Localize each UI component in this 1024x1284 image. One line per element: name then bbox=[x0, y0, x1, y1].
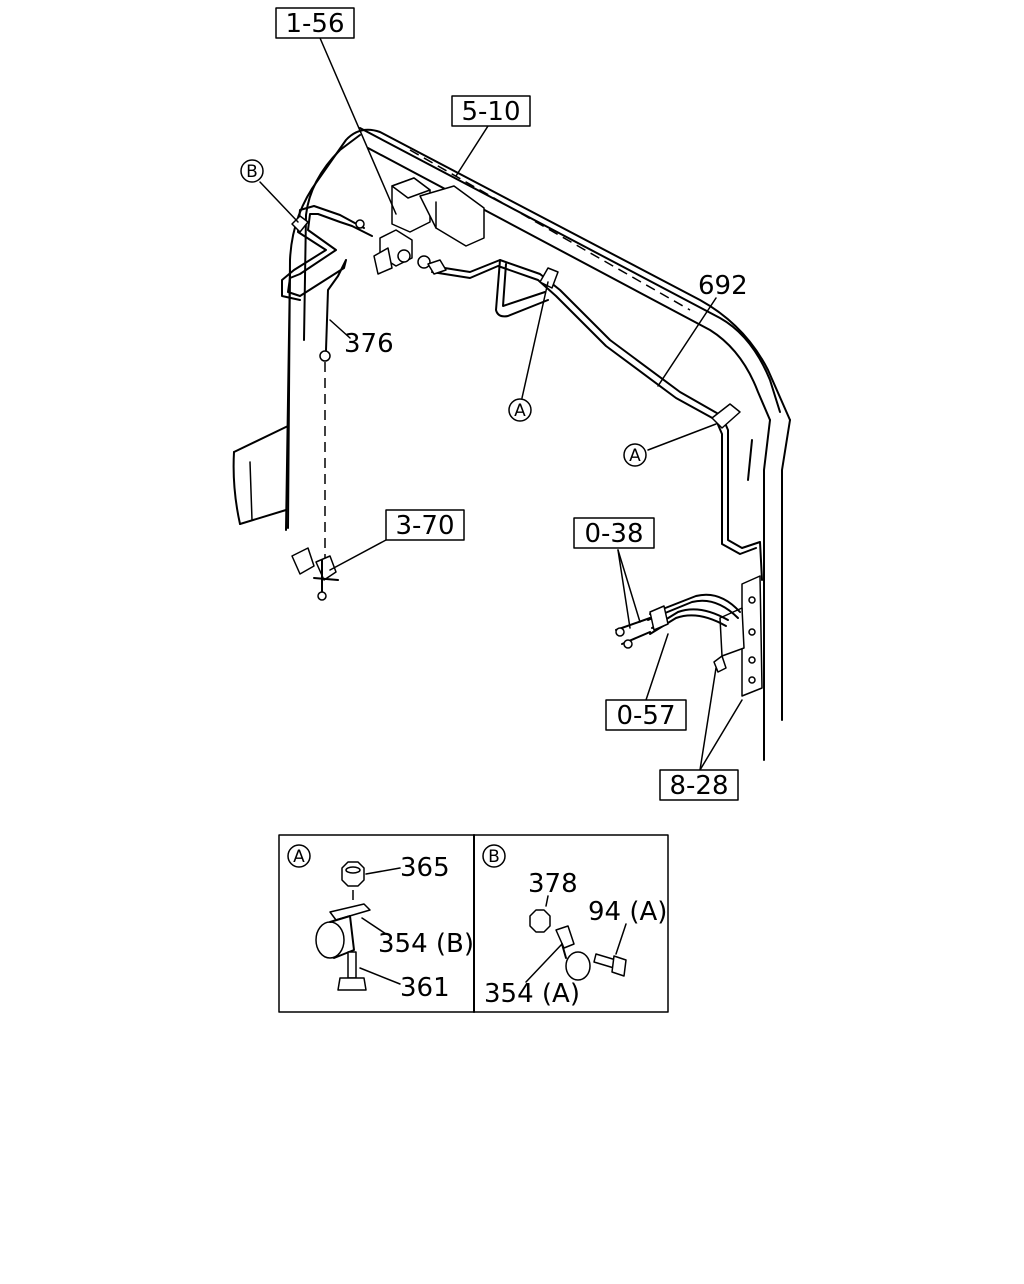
detail-b-marker: B bbox=[488, 847, 500, 867]
marker-a-main-1: A bbox=[508, 398, 532, 422]
callout-3-70: 3-70 bbox=[385, 509, 465, 541]
pipe-692 bbox=[431, 259, 763, 581]
valve-assembly bbox=[355, 177, 485, 275]
detail-a-part-365: 365 bbox=[400, 853, 450, 883]
callout-0-38-label: 0-38 bbox=[584, 519, 643, 549]
marker-b-main: B bbox=[240, 159, 264, 183]
marker-a-main-1-label: A bbox=[514, 401, 526, 421]
three-way-joint bbox=[291, 547, 339, 601]
detail-b-part-354a: 354 (A) bbox=[484, 979, 580, 1009]
leader-lines bbox=[259, 37, 743, 771]
detail-b-part-378: 378 bbox=[528, 869, 578, 899]
callout-3-70-label: 3-70 bbox=[395, 511, 454, 541]
detail-a-part-354b: 354 (B) bbox=[378, 929, 474, 959]
hose-bracket-assembly bbox=[615, 575, 763, 697]
detail-b: B 378 94 (A) 354 (A) bbox=[482, 844, 667, 1009]
detail-a-part-361: 361 bbox=[400, 973, 450, 1003]
part-692-label: 692 bbox=[698, 271, 748, 301]
detail-b-part-94a: 94 (A) bbox=[588, 897, 667, 927]
cab-body-outline bbox=[232, 127, 791, 761]
callout-8-28-label: 8-28 bbox=[669, 771, 728, 801]
callout-5-10: 5-10 bbox=[451, 95, 531, 127]
callout-0-57-label: 0-57 bbox=[616, 701, 675, 731]
callout-0-38: 0-38 bbox=[573, 517, 655, 549]
callout-1-56-label: 1-56 bbox=[285, 9, 344, 39]
marker-a-main-2-label: A bbox=[629, 446, 641, 466]
marker-a-main-2: A bbox=[623, 443, 647, 467]
pipe-376 bbox=[281, 205, 373, 560]
detail-a-marker: A bbox=[293, 847, 305, 867]
callout-8-28: 8-28 bbox=[659, 769, 739, 801]
callout-1-56: 1-56 bbox=[275, 7, 355, 39]
callout-0-57: 0-57 bbox=[605, 699, 687, 731]
detail-a: A 365 354 (B) 361 bbox=[287, 844, 474, 1003]
marker-b-main-label: B bbox=[246, 162, 258, 182]
callout-5-10-label: 5-10 bbox=[461, 97, 520, 127]
part-376-label: 376 bbox=[344, 329, 394, 359]
